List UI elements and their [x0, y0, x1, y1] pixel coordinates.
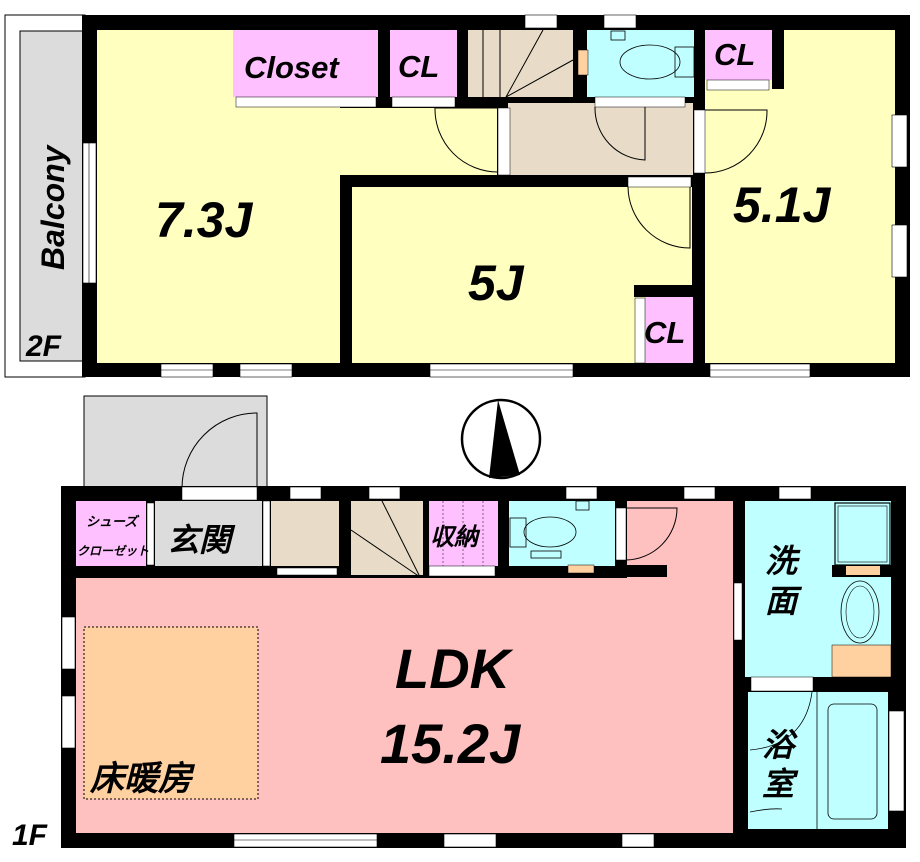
floor-1-label: 1F — [12, 819, 48, 852]
room-5j-label: 5J — [468, 255, 525, 311]
entrance — [155, 501, 262, 566]
closet-main — [233, 30, 378, 97]
bathroom-label-2: 室 — [762, 765, 799, 803]
closet-cl-2-label: CL — [714, 37, 755, 72]
ldk-size-label: 15.2J — [380, 712, 522, 775]
closet-main-label: Closet — [244, 50, 340, 85]
shoe-closet-label-2: クローゼット — [77, 544, 149, 558]
stairs-2f — [468, 30, 573, 97]
floor-2-label: 2F — [25, 330, 62, 363]
ldk-label: LDK — [395, 637, 514, 700]
shoe-closet-label-1: シューズ — [86, 514, 140, 530]
storage-label: 収納 — [430, 523, 481, 551]
toilet-1f — [509, 501, 615, 566]
closet-cl-2 — [705, 30, 772, 80]
closet-cl-1-label: CL — [398, 49, 439, 84]
washroom-label-1: 洗 — [765, 542, 801, 580]
porch — [83, 395, 268, 489]
room-5-1j-label: 5.1J — [733, 177, 832, 233]
bathroom-label-1: 浴 — [762, 726, 798, 764]
floor-heating-area — [83, 626, 259, 800]
balcony — [19, 30, 84, 362]
hall-2f — [508, 103, 693, 175]
entrance-label: 玄関 — [167, 521, 236, 559]
closet-cl-3 — [645, 297, 693, 363]
closet-cl-3-label: CL — [644, 315, 685, 350]
room-7-3j-label: 7.3J — [155, 192, 254, 248]
toilet-2f — [587, 30, 694, 97]
hall-1f — [271, 501, 339, 566]
floor-2-plan — [4, 14, 910, 378]
storage — [429, 501, 498, 566]
north-arrow-icon — [460, 398, 542, 480]
washroom-label-2: 面 — [765, 582, 803, 620]
balcony-label: Balcony — [35, 143, 71, 270]
bathroom — [748, 692, 888, 829]
floor-1-plan — [61, 395, 906, 848]
floor-heating-label: 床暖房 — [89, 759, 196, 799]
closet-cl-1 — [390, 30, 457, 97]
shoe-closet — [76, 501, 146, 566]
